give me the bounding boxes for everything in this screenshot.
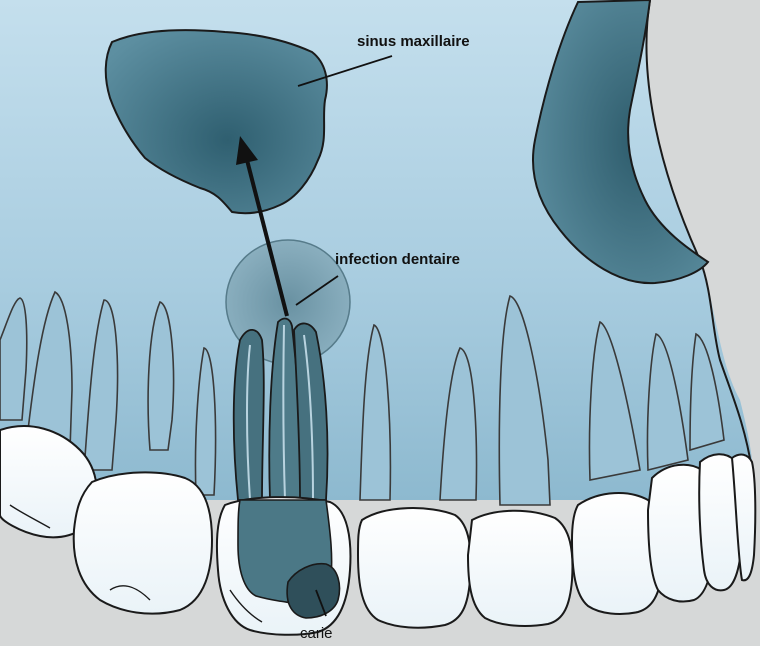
label-infection-dentaire: infection dentaire [335, 251, 460, 268]
root-5 [194, 347, 217, 496]
root-1 [0, 297, 28, 421]
infected-tooth-roots [232, 317, 329, 501]
tooth-roots [0, 290, 725, 506]
root-7 [439, 347, 478, 501]
leader-infection [295, 275, 339, 306]
root-canal-left [246, 344, 251, 501]
nasal-cavity [532, 0, 710, 285]
spread-arrow [236, 136, 289, 317]
crown-2 [72, 471, 214, 615]
root-6 [359, 323, 392, 501]
root-3 [83, 299, 119, 471]
root-2 [27, 290, 73, 452]
maxilla-outline [645, 0, 753, 471]
leader-sinus [297, 55, 393, 87]
root-9 [588, 320, 641, 481]
caries [286, 562, 341, 619]
root-4 [147, 301, 175, 451]
root-canal-right [303, 334, 314, 501]
label-carie: carie [300, 625, 333, 642]
leader-carie [315, 589, 327, 617]
crown-5 [570, 492, 664, 615]
crown-details [9, 504, 263, 623]
crown-4 [466, 509, 574, 627]
root-10 [646, 332, 689, 472]
infected-root-left [232, 328, 265, 501]
label-sinus-maxillaire: sinus maxillaire [357, 33, 470, 50]
maxillary-sinus [104, 29, 328, 215]
root-canal-center [282, 324, 286, 501]
leader-lines [295, 55, 393, 617]
crown-8 [730, 453, 757, 582]
crown-3 [356, 507, 472, 629]
root-11 [689, 332, 725, 452]
root-8 [498, 295, 551, 506]
